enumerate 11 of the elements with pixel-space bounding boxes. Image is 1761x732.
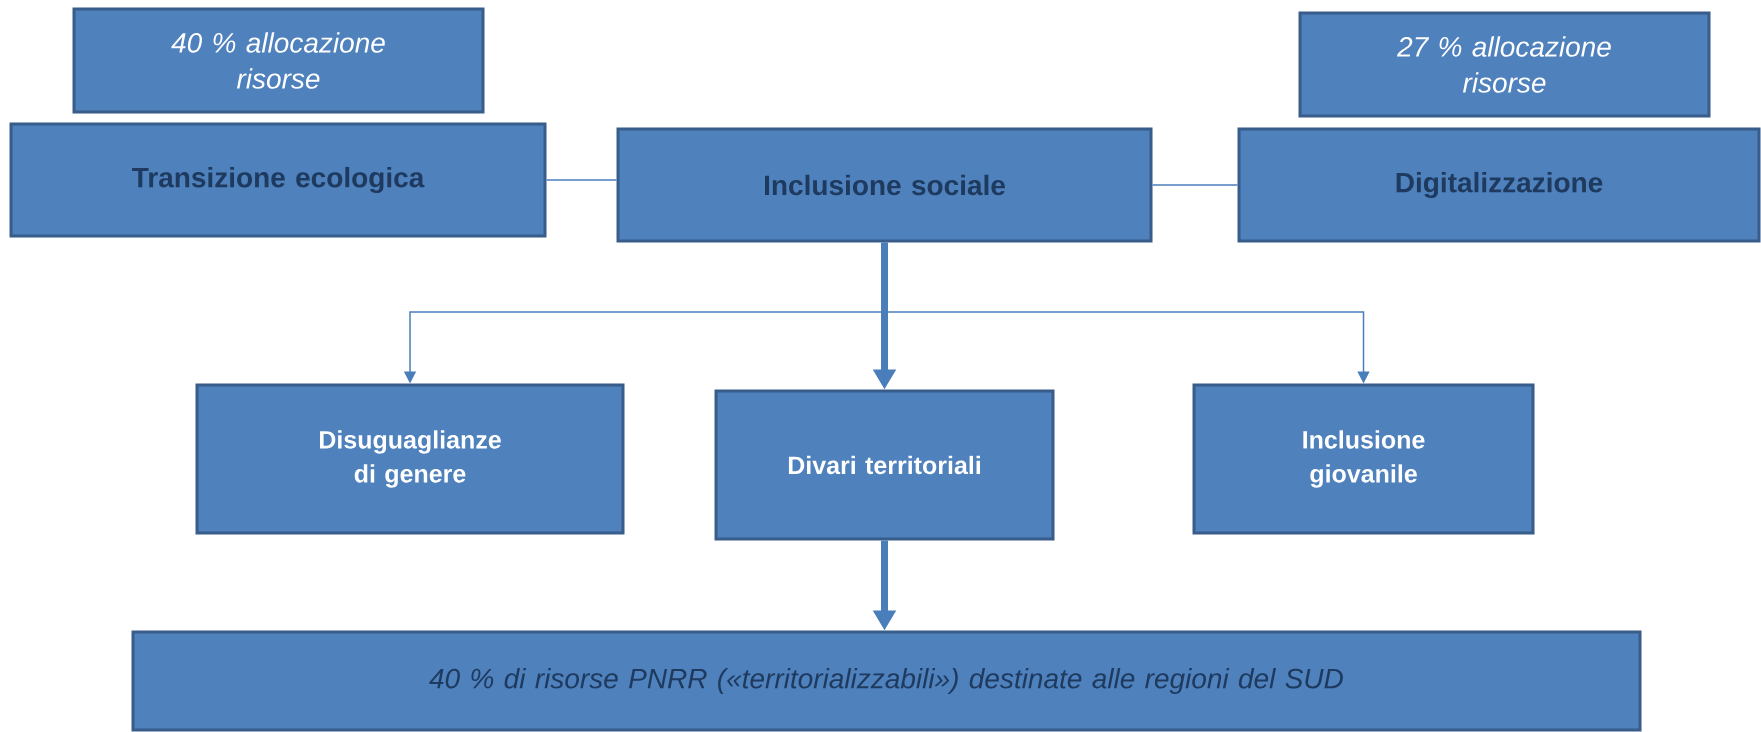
process-box: Inclusione sociale (616, 127, 1153, 243)
label-box: 27 % allocazione risorse (1298, 11, 1711, 118)
result-box: 40 % di risorse PNRR («territorializzabili») destinate alle regioni del SUD (131, 630, 1642, 732)
connector (545, 179, 618, 181)
process-box: Transizione ecologica (9, 122, 547, 238)
process-box: Disuguaglianze di genere (195, 383, 625, 535)
process-box: Divari territoriali (714, 389, 1055, 541)
label-box: 40 % allocazione risorse (72, 7, 485, 114)
process-box: Inclusione giovanile (1192, 383, 1535, 535)
connector (1151, 184, 1239, 186)
process-box: Digitalizzazione (1237, 127, 1761, 243)
